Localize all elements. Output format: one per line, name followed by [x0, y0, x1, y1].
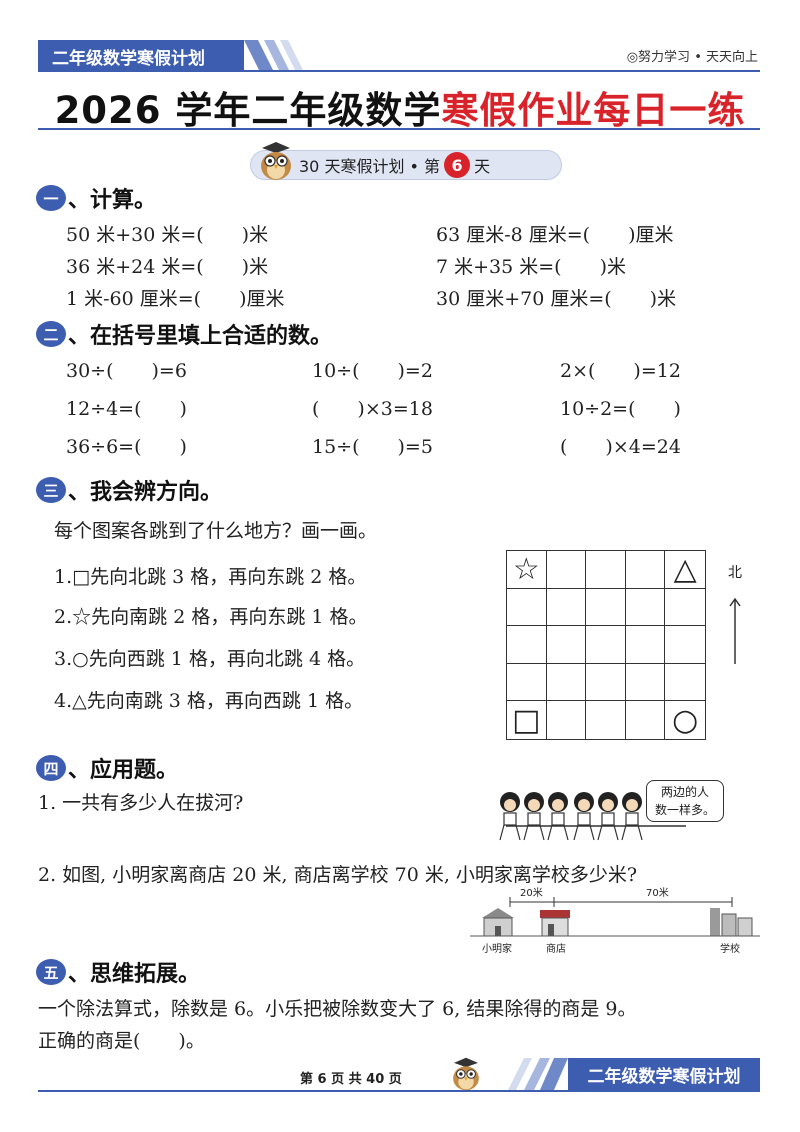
direction-item-3: 3.○先向西跳 1 格，再向北跳 4 格。: [54, 648, 366, 670]
title-red: 寒假作业每日一练: [441, 89, 746, 132]
grid-cell[interactable]: [507, 626, 547, 664]
direction-item-2: 2.☆先向南跳 2 格，再向东跳 1 格。: [54, 606, 368, 628]
grid-cell[interactable]: [586, 626, 626, 664]
grid-cell[interactable]: [507, 663, 547, 702]
grid-cell[interactable]: [625, 663, 666, 702]
direction-grid: ☆ △ □ ○: [506, 550, 706, 740]
north-arrow-icon: [729, 597, 741, 664]
section-5-number: 五: [36, 959, 66, 985]
direction-intro: 每个图案各跳到了什么地方？画一画。: [54, 520, 378, 542]
header-tab: 二年级数学寒假计划: [38, 40, 244, 72]
fill-item: 10÷2=( ): [560, 398, 681, 420]
section-2-number: 二: [36, 321, 66, 347]
section-2-heading: 二 、在括号里填上合适的数。: [36, 318, 332, 350]
owl-icon: [261, 142, 291, 180]
footer-rule: [38, 1090, 760, 1092]
question-1: 1. 一共有多少人在拔河?: [38, 792, 244, 814]
fill-item: 15÷( )=5: [312, 436, 433, 458]
calc-item: 1 米-60 厘米=( )厘米: [66, 288, 285, 310]
grid-cell[interactable]: [586, 701, 626, 739]
direction-item-1: 1.□先向北跳 3 格，再向东跳 2 格。: [54, 566, 367, 588]
calc-item: 36 米+24 米=( )米: [66, 256, 269, 278]
place-shop: 商店: [546, 944, 566, 955]
page-title: 2026 学年二年级数学寒假作业每日一练: [0, 80, 800, 134]
place-home: 小明家: [482, 944, 512, 955]
distance-diagram: [470, 897, 760, 937]
grid-cell[interactable]: [626, 701, 666, 739]
grid-cell[interactable]: [546, 588, 587, 627]
section-3-number: 三: [36, 477, 66, 503]
grid-cell[interactable]: [546, 551, 587, 589]
owl-icon: [453, 1057, 479, 1091]
extension-line-1: 一个除法算式，除数是 6。小乐把被除数变大了 6, 结果除得的商是 9。: [38, 998, 637, 1020]
grid-cell[interactable]: △: [665, 551, 705, 589]
section-4-number: 四: [36, 755, 66, 781]
calc-item: 7 米+35 米=( )米: [436, 256, 627, 278]
place-school: 学校: [720, 944, 740, 955]
header-stripes: [244, 40, 304, 72]
fill-item: ( )×4=24: [560, 436, 681, 458]
footer-tab: 二年级数学寒假计划: [568, 1058, 760, 1090]
title-rule: [38, 128, 760, 130]
day-badge: 30 天寒假计划 • 第 6 天: [250, 150, 562, 180]
fill-item: 36÷6=( ): [66, 436, 187, 458]
grid-cell[interactable]: [625, 626, 666, 664]
fill-item: 12÷4=( ): [66, 398, 187, 420]
day-number: 6: [444, 152, 471, 178]
calc-item: 30 厘米+70 厘米=( )米: [436, 288, 677, 310]
calc-item: 63 厘米-8 厘米=( )厘米: [436, 224, 674, 246]
fill-item: 10÷( )=2: [312, 360, 433, 382]
grid-cell[interactable]: [507, 588, 547, 627]
fill-item: 30÷( )=6: [66, 360, 187, 382]
grid-cell[interactable]: [546, 663, 587, 702]
circle-icon: ○: [72, 648, 89, 670]
section-3-heading: 三 、我会辨方向。: [36, 474, 222, 506]
grid-cell[interactable]: [547, 701, 587, 739]
grid-cell[interactable]: [625, 588, 666, 627]
question-2: 2. 如图, 小明家离商店 20 米, 商店离学校 70 米, 小明家离学校多少…: [38, 864, 638, 886]
north-label: 北: [728, 565, 742, 581]
speech-bubble: 两边的人 数一样多。: [646, 780, 724, 822]
square-icon: □: [72, 566, 91, 588]
fill-item: 2×( )=12: [560, 360, 681, 382]
grid-cell[interactable]: ○: [665, 701, 705, 739]
title-black: 2026 学年二年级数学: [54, 89, 442, 132]
grid-cell[interactable]: [546, 626, 587, 664]
footer-stripes: [508, 1058, 568, 1090]
grid-cell[interactable]: [665, 589, 705, 627]
grid-cell[interactable]: [586, 663, 626, 702]
section-1-number: 一: [36, 185, 66, 211]
distance-label-a: 20米: [520, 888, 543, 899]
distance-label-b: 70米: [646, 888, 669, 899]
grid-cell[interactable]: □: [507, 701, 547, 739]
section-5-heading: 五 、思维拓展。: [36, 956, 200, 988]
triangle-icon: △: [673, 551, 697, 587]
motto: ◎努力学习 • 天天向上: [626, 50, 758, 65]
grid-cell[interactable]: [665, 664, 705, 702]
calc-item: 50 米+30 米=( )米: [66, 224, 269, 246]
square-icon: □: [512, 702, 541, 738]
header-rule: [38, 70, 760, 72]
section-1-heading: 一 、计算。: [36, 182, 156, 214]
page-number: 第 6 页 共 40 页: [300, 1072, 402, 1087]
tug-of-war-illustration: [499, 792, 686, 841]
circle-icon: ○: [672, 702, 699, 738]
extension-line-2: 正确的商是( )。: [38, 1030, 205, 1052]
star-icon: ☆: [512, 551, 540, 587]
grid-cell[interactable]: [665, 626, 705, 664]
direction-item-4: 4.△先向南跳 3 格，再向西跳 1 格。: [54, 690, 364, 712]
grid-cell[interactable]: [586, 551, 626, 589]
star-icon: ☆: [72, 606, 92, 628]
grid-cell[interactable]: [625, 551, 666, 589]
section-4-heading: 四 、应用题。: [36, 752, 178, 784]
grid-cell[interactable]: ☆: [507, 551, 547, 589]
triangle-icon: △: [72, 690, 87, 712]
fill-item: ( )×3=18: [312, 398, 433, 420]
grid-cell[interactable]: [586, 588, 626, 627]
